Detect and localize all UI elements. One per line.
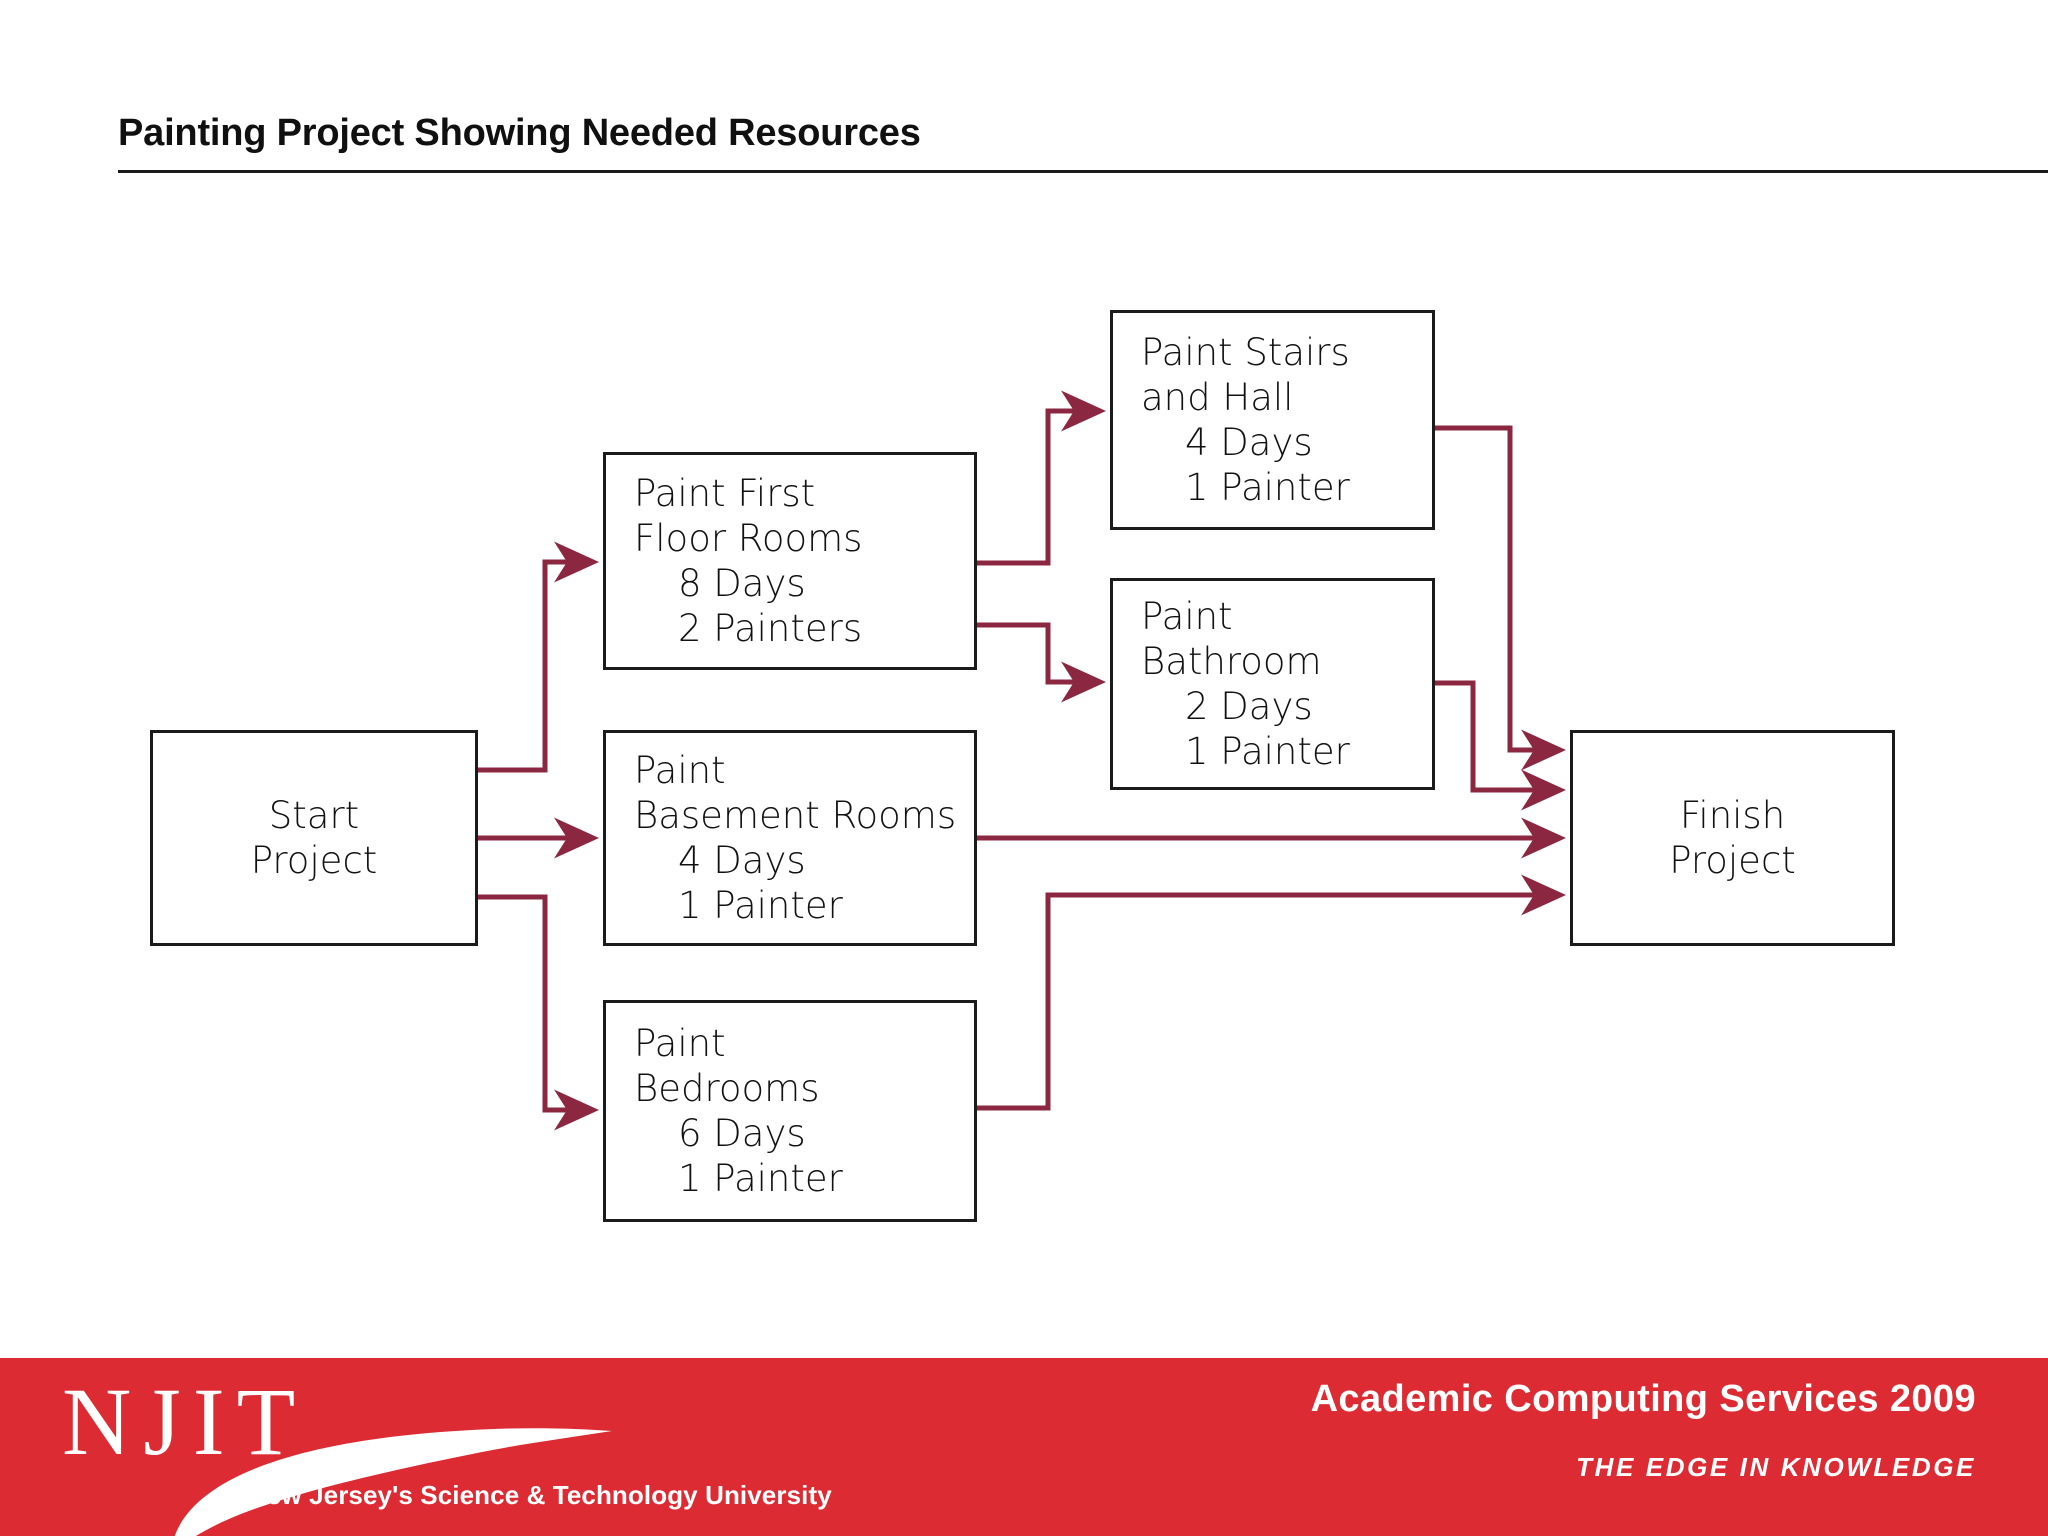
node-paint-first-floor-rooms-text: Paint First Floor Rooms 8 Days 2 Painter…	[634, 471, 862, 652]
title-divider	[118, 170, 2048, 173]
njit-wordmark: NJIT	[62, 1368, 308, 1475]
node-resource: 1 Painter	[678, 1157, 843, 1201]
node-line: Paint	[634, 748, 726, 792]
node-paint-basement-rooms[interactable]: Paint Basement Rooms 4 Days 1 Painter	[603, 730, 977, 946]
node-duration: 4 Days	[678, 839, 806, 882]
edge-bathroom-to-finish	[1435, 680, 1567, 811]
node-paint-stairs-and-hall-text: Paint Stairs and Hall 4 Days 1 Painter	[1141, 330, 1350, 511]
edge-start-to-first-floor	[478, 541, 600, 773]
node-line: Paint Stairs	[1141, 330, 1350, 374]
node-line: Paint	[1141, 594, 1233, 638]
node-start-project-text: Start Project	[153, 793, 475, 883]
node-duration: 4 Days	[1185, 421, 1313, 464]
node-paint-bedrooms-text: Paint Bedrooms 6 Days 1 Painter	[634, 1021, 843, 1202]
page-title: Painting Project Showing Needed Resource…	[118, 112, 921, 154]
node-paint-bedrooms[interactable]: Paint Bedrooms 6 Days 1 Painter	[603, 1000, 977, 1222]
node-line: Project	[1669, 839, 1796, 882]
node-paint-basement-rooms-text: Paint Basement Rooms 4 Days 1 Painter	[634, 748, 956, 929]
node-paint-stairs-and-hall[interactable]: Paint Stairs and Hall 4 Days 1 Painter	[1110, 310, 1435, 530]
node-resource: 2 Painters	[678, 607, 863, 651]
njit-tagline: New Jersey's Science & Technology Univer…	[248, 1480, 832, 1510]
edge-first-floor-to-stairs	[977, 390, 1107, 566]
node-line: Bedrooms	[634, 1066, 820, 1110]
node-line: Floor Rooms	[634, 516, 863, 560]
node-line: Paint	[634, 1021, 726, 1065]
node-resource: 1 Painter	[678, 884, 843, 928]
node-line: Basement Rooms	[634, 793, 957, 837]
node-paint-bathroom-text: Paint Bathroom 2 Days 1 Painter	[1141, 594, 1350, 775]
node-paint-bathroom[interactable]: Paint Bathroom 2 Days 1 Painter	[1110, 578, 1435, 790]
footer-title: Academic Computing Services 2009	[1310, 1378, 1976, 1420]
edge-first-floor-to-bathroom	[977, 622, 1107, 703]
node-finish-project[interactable]: Finish Project	[1570, 730, 1895, 946]
node-resource: 1 Painter	[1185, 730, 1350, 774]
njit-logo: NJIT New Jersey's Science & Technology U…	[52, 1368, 832, 1536]
edge-start-to-bedrooms	[478, 894, 600, 1131]
node-start-project[interactable]: Start Project	[150, 730, 478, 946]
footer-subtitle: THE EDGE IN KNOWLEDGE	[1576, 1452, 1976, 1482]
node-paint-first-floor-rooms[interactable]: Paint First Floor Rooms 8 Days 2 Painter…	[603, 452, 977, 670]
node-line: Paint First	[634, 471, 816, 515]
node-duration: 8 Days	[678, 562, 806, 605]
edge-bedrooms-to-finish	[977, 874, 1567, 1111]
njit-swoosh-icon	[174, 1428, 612, 1536]
node-duration: 6 Days	[678, 1112, 806, 1155]
node-line: Finish	[1679, 793, 1786, 837]
node-line: Project	[250, 839, 378, 882]
node-line: and Hall	[1141, 375, 1294, 419]
slide-footer: NJIT New Jersey's Science & Technology U…	[0, 1358, 2048, 1536]
node-line: Bathroom	[1141, 639, 1322, 683]
node-resource: 1 Painter	[1185, 466, 1350, 510]
edge-stairs-to-finish	[1435, 425, 1567, 771]
node-finish-project-text: Finish Project	[1573, 793, 1892, 883]
node-duration: 2 Days	[1185, 685, 1313, 728]
node-line: Start	[268, 793, 360, 837]
